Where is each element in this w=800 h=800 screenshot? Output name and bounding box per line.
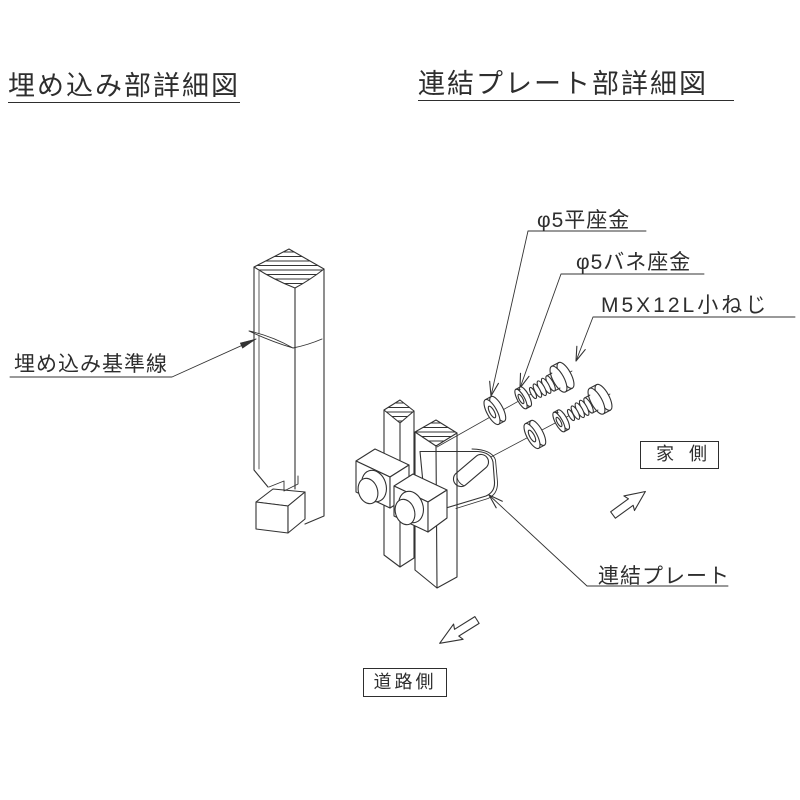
flat-washer-lower [520,417,550,452]
label-flat-washer: φ5平座金 [537,209,631,232]
house-side-arrow [610,490,646,519]
road-side-box: 道路側 [363,668,447,697]
flat-washer-upper [480,393,510,428]
label-screw: M5X12L小ねじ [601,294,770,317]
leader-screw [575,316,796,362]
front-boss [394,490,424,526]
house-side-box: 家側 [640,441,719,469]
right-figure-title: 連結プレート部詳細図 [418,62,734,101]
leader-flat-washer [489,230,647,397]
foot-bracket [255,475,306,534]
break-line-lens [248,330,323,349]
label-reference-line: 埋め込み基準線 [14,353,168,376]
assembly-figure [355,230,796,644]
label-spring-washer: φ5バネ座金 [576,251,692,274]
leader-spring-washer [519,273,705,389]
embedded-post-figure [9,248,325,534]
left-figure-title: 埋め込み部詳細図 [8,64,240,103]
road-side-arrow [439,616,480,644]
post-body [253,248,325,525]
leader-reference-line [9,338,257,378]
leader-connecting-plate [488,494,729,587]
screw-upper [523,359,578,408]
label-connecting-plate: 連結プレート [598,565,730,588]
rear-boss [357,469,387,505]
post-top-hatch [254,251,324,284]
front-clamp-block [393,473,448,533]
